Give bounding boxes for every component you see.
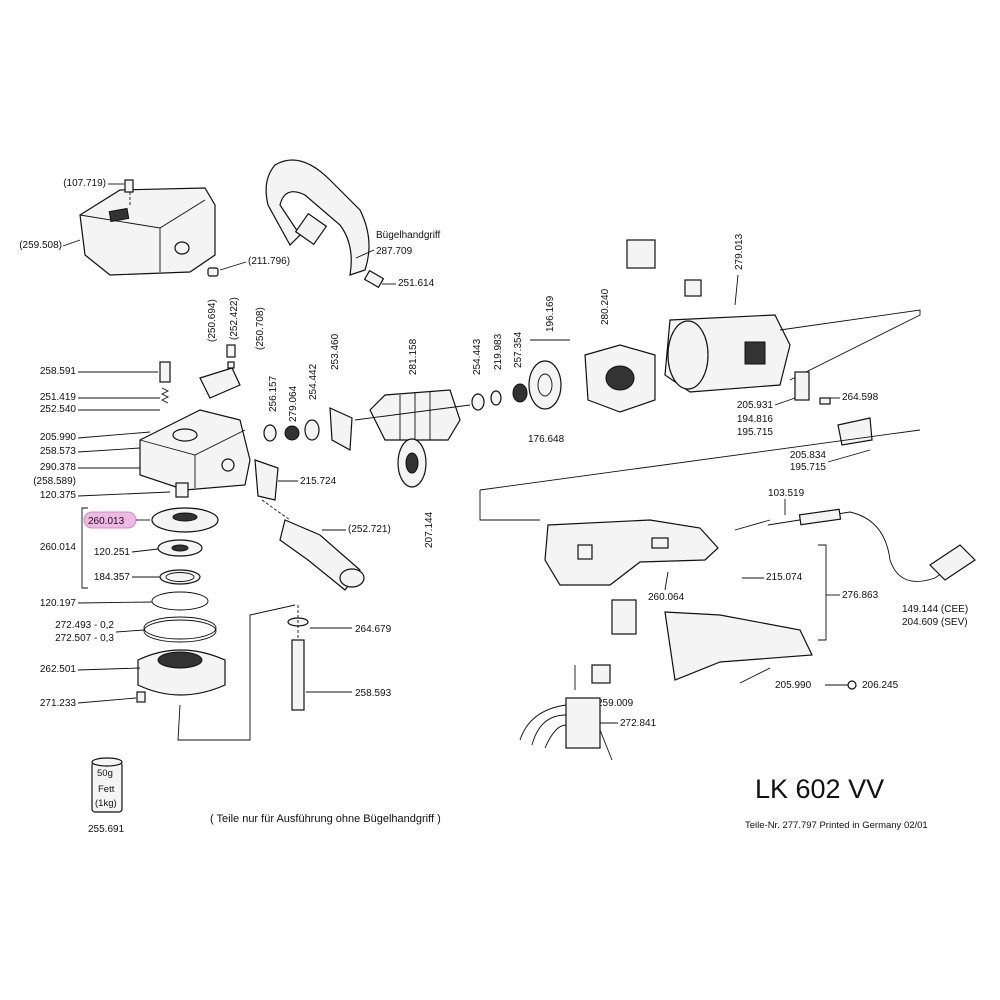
label-219983: 219.983 [493,333,504,370]
label-253460: 253.460 [330,333,341,370]
label-259009: 259.009 [597,698,634,709]
spindle-stack [136,507,226,703]
label-205931: 205.931 [737,400,774,411]
label-260014: 260.014 [40,542,77,553]
stator-280240 [584,344,656,413]
label-215724: 215.724 [300,476,337,487]
label-272493: 272.493 - 0,2 [55,620,114,631]
label-bugelhandgriff: Bügelhandgriff [376,230,441,241]
label-258593: 258.593 [355,688,392,699]
label-254442: 254.442 [308,363,319,400]
label-250708: (250.708) [255,307,266,350]
label-211796: (211.796) [248,256,290,267]
label-215074: 215.074 [766,572,803,583]
label-254443: 254.443 [472,338,483,375]
label-205990b: 205.990 [775,680,812,691]
label-256157: 256.157 [268,375,279,412]
bail-handle [265,159,385,289]
label-262501: 262.501 [40,664,77,675]
label-252540: 252.540 [40,404,77,415]
label-280240: 280.240 [600,288,611,325]
footer-part-number: Teile-Nr. 277.797 Printed in Germany 02/… [745,820,928,831]
label-176648: 176.648 [528,434,565,445]
label-260013[interactable]: 260.013 [88,516,125,527]
label-264598: 264.598 [842,392,879,403]
switch-slider-215724 [254,459,279,501]
grease-qty: (1kg) [95,798,117,809]
label-251419: 251.419 [40,392,77,403]
label-204609: 204.609 (SEV) [902,617,968,628]
model-title: LK 602 VV [755,774,884,804]
rear-handle-276863 [544,519,813,681]
label-120375: 120.375 [40,490,77,501]
label-205834: 205.834 [790,450,827,461]
gear-head-housing [139,409,251,498]
label-120251: 120.251 [94,547,131,558]
label-184357: 184.357 [94,572,131,583]
label-271233: 271.233 [40,698,77,709]
label-120197: 120.197 [40,598,77,609]
switch-259009 [574,664,611,690]
side-handle [261,499,365,591]
label-281158: 281.158 [408,338,419,375]
brush-holder [626,239,656,269]
label-251614: 251.614 [398,278,435,289]
label-195715a: 195.715 [737,427,774,438]
label-272841: 272.841 [620,718,657,729]
label-279064: 279.064 [288,385,299,422]
clip-250694 [199,367,241,399]
label-259508: (259.508) [19,240,62,251]
motor-housing-279013 [664,314,791,393]
label-264679: 264.679 [355,624,392,635]
label-196169: 196.169 [545,295,556,332]
note-parts-without-handle: ( Teile nur für Ausführung ohne Bügelhan… [210,813,441,825]
label-195715b: 195.715 [790,462,827,473]
label-205990a: 205.990 [40,432,77,443]
label-260064: 260.064 [648,592,685,603]
grease-name: Fett [98,784,115,795]
label-258573: 258.573 [40,446,77,457]
label-149144: 149.144 (CEE) [902,604,968,615]
power-cable [734,508,976,582]
label-279013: 279.013 [734,233,745,270]
grease-can [91,757,123,813]
label-103519: 103.519 [768,488,805,499]
washer-176648 [528,360,562,410]
label-258591: 258.591 [40,366,77,377]
spindle-258593 [287,605,309,711]
screw-252422 [226,344,236,358]
gear-cover-group [79,179,219,277]
label-250694: (250.694) [207,299,218,342]
grease-weight: 50g [97,768,113,779]
label-258589: (258.589) [33,476,76,487]
label-194816: 194.816 [737,414,774,425]
label-107719: (107.719) [63,178,106,189]
suppressor-272841 [519,697,613,761]
label-272507: 272.507 - 0,3 [55,633,114,644]
label-255691: 255.691 [88,824,125,835]
label-276863: 276.863 [842,590,879,601]
label-290378: 290.378 [40,462,77,473]
label-252422: (252.422) [229,297,240,340]
label-206245: 206.245 [862,680,899,691]
armature-281158 [354,389,471,441]
label-287709: 287.709 [376,246,413,257]
gear-207144 [397,438,427,488]
label-257354: 257.354 [513,331,524,368]
label-252721: (252.721) [348,524,391,535]
label-207144: 207.144 [424,511,435,548]
